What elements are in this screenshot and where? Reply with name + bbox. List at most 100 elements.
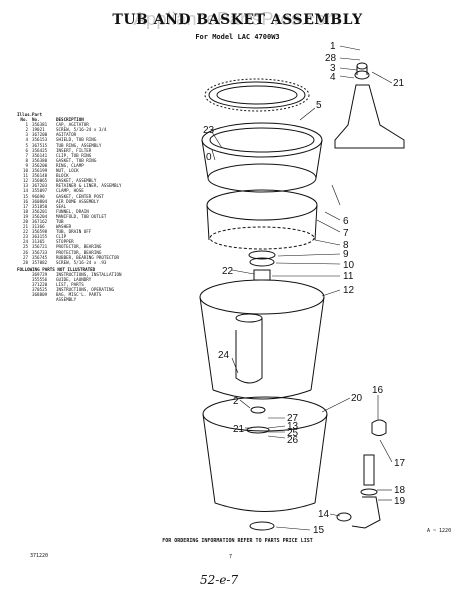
callout-20: 20: [351, 393, 363, 404]
part-no: 367203: [32, 183, 48, 189]
illus-no: 20: [22, 218, 28, 224]
illus-no: 5: [25, 142, 28, 148]
part-description: SHIELD, TUB RING: [56, 137, 97, 143]
part-no: 368809: [32, 292, 48, 298]
part-no: 356199: [32, 168, 48, 174]
part-description: MANIFOLD, TUB OUTLET: [56, 213, 107, 219]
illus-no: 12: [22, 178, 28, 184]
not-illustrated-row: 371220 LIST, PARTS: [17, 282, 207, 287]
callout-12: 12: [343, 285, 355, 296]
illus-no: 18: [22, 208, 28, 214]
part-description: GASKET, TUB RING: [56, 157, 97, 163]
callout-28: 28: [325, 53, 337, 64]
part-description: BLOCK: [56, 173, 69, 179]
basket-top-drawing: [206, 189, 318, 281]
part-description: GUIDE, LAUNDRY: [56, 277, 92, 282]
tub-drawing: [202, 396, 328, 512]
part-description: ASSEMBLY: [56, 297, 77, 303]
part-no: 356141: [32, 152, 48, 158]
part-no: 356204: [32, 213, 48, 219]
part-no: 356065: [32, 178, 48, 184]
illus-no: 19: [22, 213, 28, 219]
callout-21: 21: [393, 78, 405, 89]
illus-no: 22: [22, 229, 28, 235]
part-description: LIST, PARTS: [56, 282, 84, 288]
part-description: FUNNEL, DRAIN: [56, 208, 89, 214]
header-illus: Illus.: [17, 112, 33, 117]
illus-no: 6: [25, 147, 28, 153]
part-no: 356381: [32, 122, 48, 128]
callout-18: 18: [394, 485, 406, 496]
part-description: CLAMP, HOSE: [56, 188, 84, 194]
illus-no: 28: [22, 259, 28, 265]
part-no: 356200: [32, 162, 48, 168]
illus-no: 1: [25, 122, 28, 128]
part-no: 356721: [32, 244, 48, 250]
part-description: INSTRUCTIONS, OPERATING: [56, 287, 114, 293]
callout-1: 1: [330, 41, 336, 52]
parts-header-row: Illus. Part: [17, 112, 207, 117]
illus-no: 15: [22, 193, 28, 199]
part-no: 356733: [32, 249, 48, 255]
header-description: DESCRIPTION: [56, 117, 84, 123]
part-no: 356201: [32, 208, 48, 214]
part-description: INSERT, FILTER: [56, 147, 92, 153]
illus-no: 14: [22, 188, 28, 194]
page-number: 7: [229, 554, 233, 560]
part-description: CLIP: [56, 234, 67, 240]
part-no: 367515: [32, 142, 48, 148]
illus-no: 9: [25, 162, 28, 168]
part-no: 371220: [32, 282, 48, 288]
part-description: RUBBER, BEARING PROTECTOR: [56, 254, 120, 260]
part-description: PROTECTOR, BEARING: [56, 249, 102, 255]
callout-7: 7: [343, 228, 349, 239]
tub-ring-drawing: [204, 78, 310, 112]
part-no: 356153: [32, 137, 48, 143]
handwritten-note: 52-e-7: [200, 573, 239, 587]
part-no: 369729: [32, 271, 48, 277]
part-no: 356148: [32, 173, 48, 179]
callout-10: 10: [343, 260, 355, 271]
part-no: 356745: [32, 254, 48, 260]
illus-no: 21: [22, 224, 28, 230]
parts-header-row-2: No. No. DESCRIPTION: [17, 117, 207, 122]
callout-24: 24: [218, 350, 230, 361]
illus-no: 3: [25, 132, 28, 138]
part-no: 367162: [32, 218, 48, 224]
part-no: 356380: [32, 157, 48, 163]
callout-2: 2: [233, 396, 239, 407]
part-description: NUT, LOCK: [56, 168, 79, 174]
leader-lines: [211, 45, 393, 531]
watermark: AppliancePartsPros.com: [133, 9, 342, 29]
part-no: 351850: [32, 203, 48, 209]
illus-no: 2: [25, 127, 28, 133]
basket-drawing: [199, 279, 325, 400]
part-description: AIR DOME ASSEMBLY: [56, 198, 99, 204]
part-description: RETAINER & LINER, ASSEMBLY: [56, 183, 122, 189]
callout-19: 19: [394, 496, 406, 507]
illus-no: 7: [25, 152, 28, 158]
callout-15: 15: [313, 525, 325, 536]
page-title: TUB AND BASKET ASSEMBLY: [112, 12, 363, 28]
